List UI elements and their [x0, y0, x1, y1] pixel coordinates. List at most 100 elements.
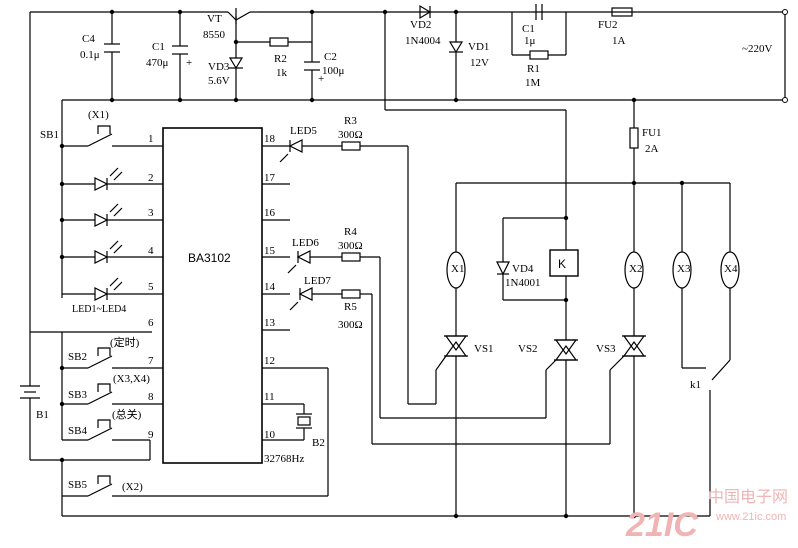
capacitor-c2: + C2 100μ: [304, 42, 345, 100]
svg-text:+: +: [318, 73, 324, 85]
r1-name: R1: [527, 63, 540, 75]
vd4-value: 1N4001: [505, 277, 540, 289]
fu2-value: 1A: [612, 35, 626, 47]
vd1-name: VD1: [468, 41, 489, 53]
zener-vd3: VD3 5.6V: [208, 42, 244, 100]
svg-text:3: 3: [148, 207, 154, 219]
r3-name: R3: [344, 115, 357, 127]
svg-text:1: 1: [148, 133, 154, 145]
diode-vd2: VD2 1N4004: [384, 4, 441, 110]
fu1-value: 2A: [645, 143, 659, 155]
vd2-value: 1N4004: [405, 35, 441, 47]
svg-text:16: 16: [264, 207, 276, 219]
top-rail: [29, 11, 786, 333]
vs1-label: VS1: [474, 343, 494, 355]
ic-right-pins: 18 17 16 15 14 13 12 11 10: [264, 133, 276, 441]
svg-text:2: 2: [148, 172, 154, 184]
b2-value: 32768Hz: [264, 453, 304, 465]
vt-value: 8550: [203, 29, 226, 41]
led5-label: LED5: [290, 125, 317, 137]
triac-vs2: VS2: [518, 339, 578, 516]
relay-contact-k1: k1: [690, 334, 731, 516]
r5-name: R5: [344, 301, 357, 313]
load-x2: X2: [624, 183, 644, 336]
svg-text:12: 12: [264, 355, 275, 367]
svg-text:17: 17: [264, 172, 276, 184]
sb1-tag: (X1): [88, 109, 109, 121]
watermark-url: www.21ic.com: [715, 511, 786, 523]
sb4-tag: (总关): [112, 407, 142, 421]
ac-supply-label: ~220V: [742, 43, 772, 55]
switch-sb3: SB3 (X3,X4): [62, 373, 163, 405]
vd4-name: VD4: [512, 263, 534, 275]
watermark-cn-text: 中国电子网: [708, 487, 788, 506]
sb3-name: SB3: [68, 389, 87, 401]
c1b-value: 1μ: [524, 35, 536, 47]
ic-left-pins: 1 2 3 4 5 6 7 8 9: [148, 133, 154, 441]
capacitor-c1: + C1 470μ: [146, 12, 192, 100]
svg-text:+: +: [186, 57, 192, 69]
vd1-value: 12V: [470, 57, 489, 69]
led5-r3: LED5 R3 300Ω: [279, 115, 437, 405]
sb1-name: SB1: [40, 129, 59, 141]
led6-r4: LED6 R4 300Ω: [287, 226, 547, 419]
c4-value: 0.1μ: [80, 49, 100, 61]
switch-sb5: SB5 (X2): [61, 460, 328, 516]
r2-value: 1k: [276, 67, 288, 79]
svg-text:8: 8: [148, 391, 154, 403]
ic-name: BA3102: [188, 251, 231, 265]
resistor-r2: R2 1k: [236, 12, 313, 79]
switch-sb2: SB2 (定时): [62, 335, 163, 369]
sb5-tag: (X2): [122, 481, 143, 493]
sb3-tag: (X3,X4): [113, 373, 150, 385]
x4-label: X4: [724, 263, 738, 275]
b1-label: B1: [36, 409, 49, 421]
svg-text:14: 14: [264, 281, 276, 293]
led7-r5: LED7 R5 300Ω: [289, 275, 611, 445]
capacitor-c4: C4 0.1μ: [80, 12, 120, 100]
zener-vd1: VD1 12V: [448, 12, 489, 100]
r4-value: 300Ω: [338, 240, 363, 252]
fuse-fu1: FU1 2A: [629, 100, 662, 183]
b2-name: B2: [312, 437, 325, 449]
sb5-name: SB5: [68, 479, 87, 491]
x3-label: X3: [677, 263, 691, 275]
ic-ba3102: BA3102: [162, 127, 263, 464]
x1-label: X1: [451, 263, 464, 275]
c1-value: 470μ: [146, 57, 169, 69]
vd2-name: VD2: [410, 19, 431, 31]
c1-name: C1: [152, 41, 165, 53]
resistor-r1: R1 1M: [512, 50, 566, 89]
sb2-tag: (定时): [110, 335, 140, 349]
c2-value: 100μ: [322, 65, 345, 77]
transistor-vt: VT 8550: [203, 8, 258, 42]
c4-name: C4: [82, 33, 95, 45]
relay-k: K VD4 1N4001: [385, 109, 579, 340]
relay-label: K: [558, 257, 566, 271]
fu1-name: FU1: [642, 127, 662, 139]
leds-1-4: LED1~LED4: [62, 167, 163, 315]
vd3-value: 5.6V: [208, 75, 230, 87]
c1b-name: C1: [522, 23, 535, 35]
led-group-label: LED1~LED4: [72, 304, 126, 315]
svg-text:5: 5: [148, 281, 154, 293]
vs3-label: VS3: [596, 343, 616, 355]
junction-dots: [59, 9, 685, 519]
vs2-label: VS2: [518, 343, 538, 355]
capacitor-c1b: C1 1μ: [511, 4, 567, 55]
svg-text:11: 11: [264, 391, 275, 403]
fuse-fu2: FU2 1A: [598, 7, 633, 47]
led7-label: LED7: [304, 275, 331, 287]
r3-value: 300Ω: [338, 129, 363, 141]
svg-text:4: 4: [148, 245, 154, 257]
svg-text:18: 18: [264, 133, 276, 145]
k1-label: k1: [690, 379, 701, 391]
svg-text:15: 15: [264, 245, 276, 257]
svg-text:7: 7: [148, 355, 154, 367]
switch-sb1: SB1 (X1): [40, 109, 163, 147]
vd3-name: VD3: [208, 61, 230, 73]
triac-vs3: VS3: [596, 335, 646, 516]
x2-label: X2: [629, 263, 642, 275]
load-x4: X4: [710, 182, 740, 334]
